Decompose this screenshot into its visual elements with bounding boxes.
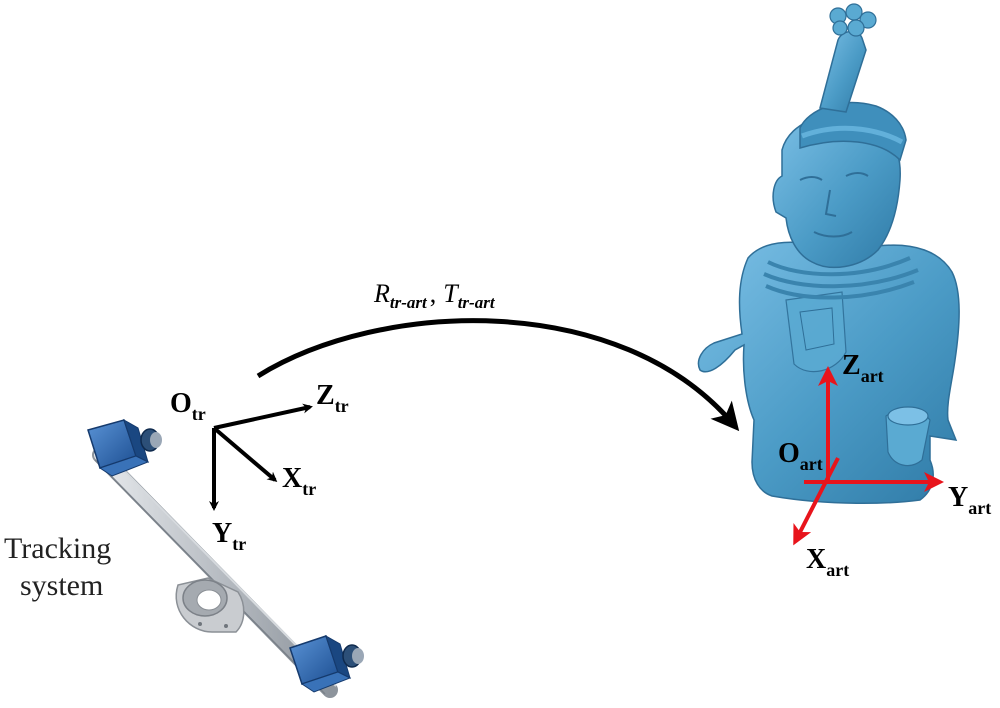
tracker-axis-z-label: Ztr [316,380,349,416]
transform-arrow [256,318,740,432]
tracker-axis-x-label: Xtr [282,463,316,499]
camera-upper [87,418,162,477]
tracker-axis-y-label: Ytr [212,518,246,554]
camera-lower [289,634,364,693]
tracker-origin-label: Otr [170,388,206,424]
tracker-frame-axes [209,403,313,511]
transform-label: Rtr-art,Ttr-art [373,279,496,312]
statue-face-details [799,172,869,238]
artifact-axis-y-label: Yart [948,482,991,518]
artifact-axis-x [793,457,840,546]
artifact-origin-label: Oart [778,438,823,474]
tracker-axis-x [212,426,278,482]
tracker-mount [175,577,245,633]
tracking-system-label-line2: system [20,569,103,602]
tracker-axis-z [213,403,313,430]
statue-necklace [763,256,919,300]
statue-plume-beads [829,3,877,37]
artifact-axis-x-label: Xart [806,544,849,580]
tracking-system-device [87,418,364,698]
artifact-axis-z-label: Zart [842,350,884,386]
tracking-system-label-line1: Tracking [4,532,111,565]
artifact-frame-axes [793,366,944,546]
statue-plume [819,30,867,113]
